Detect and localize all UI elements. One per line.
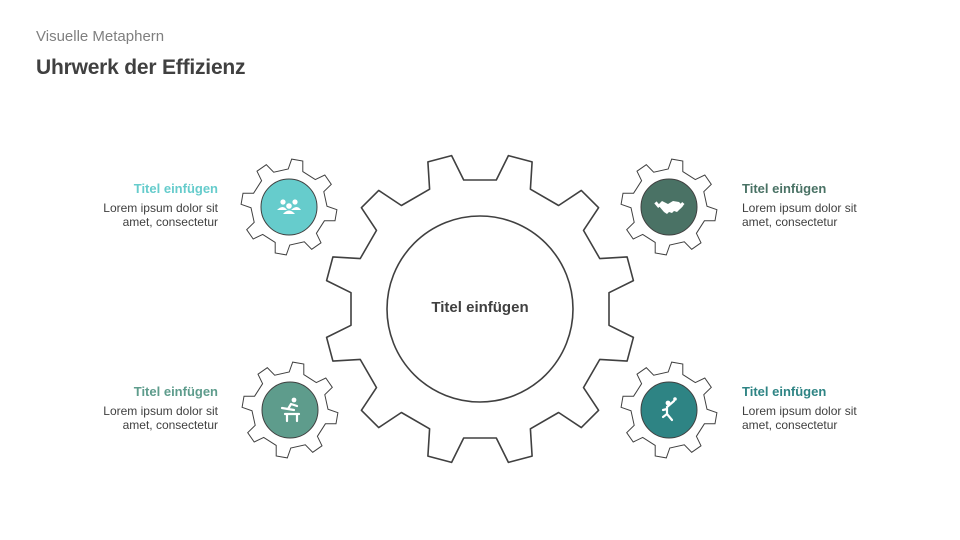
team-icon [277,199,301,214]
item-title: Titel einfügen [133,384,218,399]
gear-bottom-right [620,361,718,459]
central-title: Titel einfügen [431,299,529,316]
item-text-line1: Lorem ipsum dolor sit [742,404,857,418]
handshake-icon [654,201,685,214]
item-text-line2: amet, consectetur [122,418,218,432]
gear-top-right [620,158,718,256]
item-title: Titel einfügen [742,384,827,399]
item-text-line2: amet, consectetur [742,215,838,229]
item-top-right: Titel einfügen Lorem ipsum dolor sit ame… [742,181,942,229]
item-text-line2: amet, consectetur [122,215,218,229]
item-title: Titel einfügen [742,181,827,196]
item-text-line1: Lorem ipsum dolor sit [742,201,857,215]
jumping-person-icon [661,397,677,422]
item-title: Titel einfügen [133,181,218,196]
item-bottom-left: Titel einfügen Lorem ipsum dolor sit ame… [18,384,218,432]
slide-title: Uhrwerk der Effizienz [36,56,246,79]
hurdle-runner-icon [280,397,301,423]
central-gear-hub [386,215,574,403]
item-text-line1: Lorem ipsum dolor sit [103,201,218,215]
slide-subtitle: Visuelle Metaphern [36,28,165,45]
item-text-line1: Lorem ipsum dolor sit [103,404,218,418]
item-bottom-right: Titel einfügen Lorem ipsum dolor sit ame… [742,384,942,432]
item-text-line2: amet, consectetur [742,418,838,432]
gear-bottom-left [241,361,339,459]
item-top-left: Titel einfügen Lorem ipsum dolor sit ame… [18,181,218,229]
gear-top-left [240,158,338,256]
